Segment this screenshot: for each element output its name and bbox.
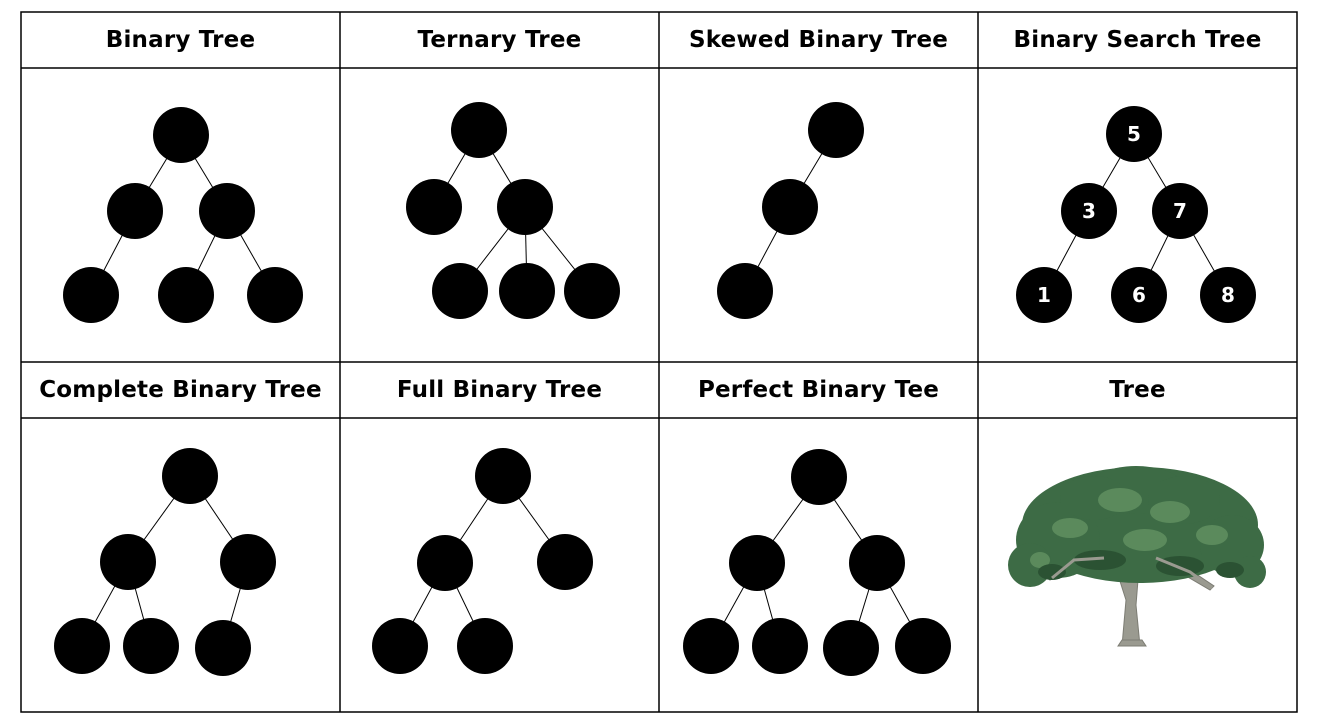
tree-node <box>220 534 276 590</box>
tree-node <box>247 267 303 323</box>
complete-binary-tree-diagram <box>54 448 276 676</box>
tree-photo <box>1008 466 1266 647</box>
tree-node <box>895 618 951 674</box>
tree-node <box>808 102 864 158</box>
tree-node <box>729 535 785 591</box>
bst-label-right-right: 8 <box>1221 283 1235 307</box>
tree-node <box>417 535 473 591</box>
tree-canopy-shadows <box>1038 550 1244 580</box>
panel-title-full-binary-tree: Full Binary Tree <box>396 377 603 403</box>
tree-node <box>162 448 218 504</box>
bst-node-right-left <box>1111 267 1167 323</box>
perfect-binary-tree-diagram <box>683 449 951 676</box>
full-binary-tree-diagram <box>372 448 593 674</box>
bst-node-root <box>1106 106 1162 162</box>
tree-node <box>432 263 488 319</box>
panel-title-ternary-tree: Ternary Tree <box>417 27 582 53</box>
tree-node <box>497 179 553 235</box>
bst-node-left <box>1061 183 1117 239</box>
panel-title-perfect-binary-tee: Perfect Binary Tee <box>697 377 940 403</box>
tree-branches-visible <box>1051 556 1213 590</box>
tree-node <box>791 449 847 505</box>
bst-node-right <box>1152 183 1208 239</box>
tree-node <box>683 618 739 674</box>
tree-node <box>63 267 119 323</box>
tree-node <box>752 618 808 674</box>
tree-node <box>153 107 209 163</box>
tree-node <box>823 620 879 676</box>
bst-label-left-left: 1 <box>1037 283 1051 307</box>
skewed-binary-tree-diagram <box>717 102 864 319</box>
tree-node <box>406 179 462 235</box>
bst-label-right: 7 <box>1173 199 1187 223</box>
tree-node <box>717 263 773 319</box>
tree-node <box>451 102 507 158</box>
tree-node <box>457 618 513 674</box>
ternary-tree-diagram <box>406 102 620 319</box>
bst-node-left-left <box>1016 267 1072 323</box>
panel-title-skewed-binary-tree: Skewed Binary Tree <box>688 27 949 53</box>
tree-node <box>564 263 620 319</box>
binary-search-tree-diagram: 5 3 7 1 6 8 <box>1016 106 1256 323</box>
tree-node <box>158 267 214 323</box>
panel-title-complete-binary-tree: Complete Binary Tree <box>39 377 322 403</box>
bst-node-right-right <box>1200 267 1256 323</box>
table-borders <box>20 11 1298 713</box>
tree-node <box>54 618 110 674</box>
tree-node <box>849 535 905 591</box>
tree-node <box>107 183 163 239</box>
tree-canopy-highlights <box>1030 488 1228 568</box>
tree-node <box>123 618 179 674</box>
panel-title-binary-search-tree: Binary Search Tree <box>1013 27 1262 53</box>
bst-label-right-left: 6 <box>1132 283 1146 307</box>
bst-label-root: 5 <box>1127 122 1141 146</box>
tree-node <box>537 534 593 590</box>
tree-node <box>199 183 255 239</box>
panel-title-tree: Tree <box>1109 377 1166 403</box>
tree-node <box>499 263 555 319</box>
binary-tree-diagram <box>63 107 303 323</box>
tree-node <box>195 620 251 676</box>
tree-node <box>762 179 818 235</box>
panel-title-binary-tree: Binary Tree <box>105 27 256 53</box>
bst-label-left: 3 <box>1082 199 1096 223</box>
tree-node <box>372 618 428 674</box>
tree-node <box>475 448 531 504</box>
tree-node <box>100 534 156 590</box>
